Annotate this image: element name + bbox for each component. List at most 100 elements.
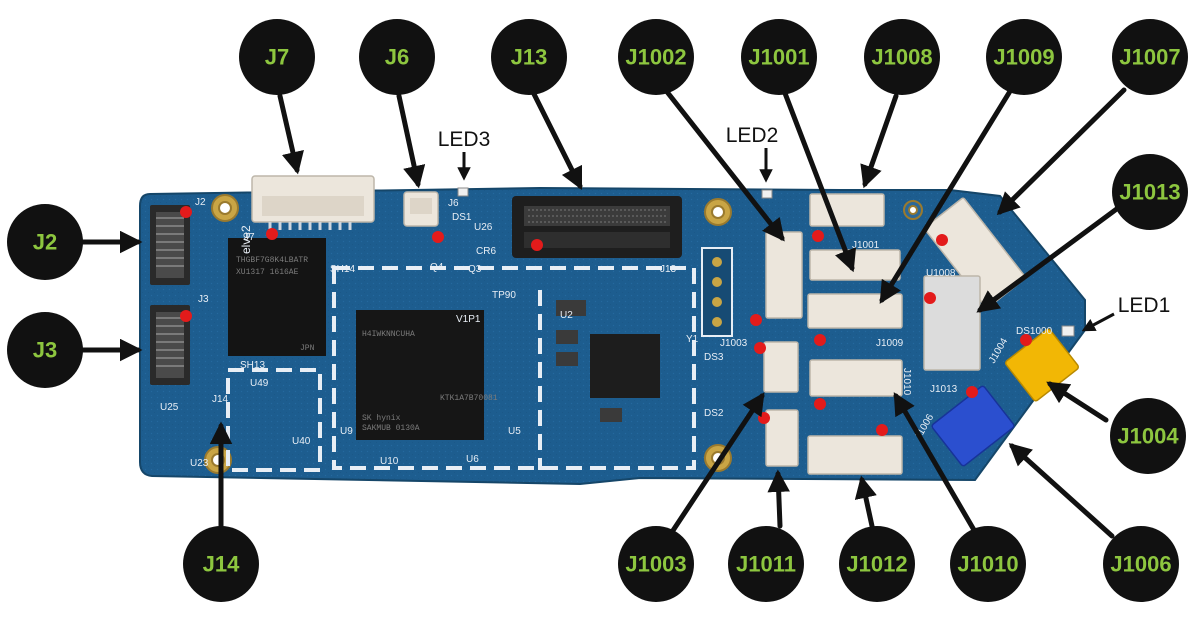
silk-j14: J14	[212, 394, 229, 405]
silk-j1003: J1003	[720, 338, 748, 349]
callout-j1013-label: J1013	[1119, 180, 1180, 205]
callout-j1004: J1004	[1110, 398, 1186, 474]
silk-v1p1: V1P1	[456, 314, 481, 325]
callout-j6-label: J6	[385, 45, 409, 70]
silk-ds2: DS2	[704, 408, 724, 419]
callout-j3: J3	[7, 312, 83, 388]
silk-j1009: J1009	[876, 338, 904, 349]
soc-marking-2: SK hynix	[362, 414, 401, 423]
callout-j1007-label: J1007	[1119, 45, 1180, 70]
arrow-j1012	[854, 475, 877, 529]
jst-connectors	[763, 193, 1027, 475]
callout-j1009: J1009	[986, 19, 1062, 95]
callout-j1010-label: J1010	[957, 552, 1018, 577]
callout-j1012: J1012	[839, 526, 915, 602]
callout-j1004-label: J1004	[1117, 424, 1179, 449]
memory-marking-2: XU1317 1616AE	[236, 268, 299, 277]
silk-ds1: DS1	[452, 212, 472, 223]
callout-j13: J13	[491, 19, 567, 95]
silk-q4: Q4	[430, 262, 444, 273]
silk-u1008: U1008	[926, 268, 956, 279]
connector-j13-body	[512, 196, 682, 258]
callout-j1003-label: J1003	[625, 552, 686, 577]
led2-label: LED2	[726, 124, 779, 147]
small-ic-chip	[556, 300, 660, 422]
silk-y1: Y1	[686, 334, 699, 345]
silkscreen-labels: J2 J7 J6 DS1 U26 CR6 Q4 Q3 J13 TP90 SH14…	[160, 197, 1053, 469]
led1-label: LED1	[1118, 294, 1171, 317]
callout-j1002-label: J1002	[625, 45, 686, 70]
callout-j1001-label: J1001	[748, 45, 809, 70]
silk-u23: U23	[190, 458, 209, 469]
arrow-j6	[396, 93, 426, 189]
callout-j1011-label: J1011	[736, 552, 796, 577]
callout-j3-label: J3	[33, 338, 57, 363]
silk-ds1000: DS1000	[1016, 326, 1053, 337]
shield-outlines	[226, 266, 696, 472]
arrow-j7	[277, 93, 304, 175]
callout-j1012-label: J1012	[846, 552, 907, 577]
silk-sh14: SH14	[330, 264, 355, 275]
pin1-markers	[180, 206, 1032, 436]
arrow-j1003	[669, 392, 765, 535]
callout-j7: J7	[239, 19, 315, 95]
silk-u6: U6	[466, 454, 479, 465]
silk-q3: Q3	[468, 264, 482, 275]
connector-j3-body	[150, 305, 190, 385]
silk-ds3: DS3	[704, 352, 724, 363]
silk-brand: elve2	[239, 225, 253, 254]
connector-j1006-body	[931, 385, 1015, 467]
silk-tp90: TP90	[492, 290, 516, 301]
silk-cr6: CR6	[476, 246, 496, 257]
callout-j1003: J1003	[618, 526, 694, 602]
silk-sh13: SH13	[240, 360, 265, 371]
silk-j2: J2	[195, 197, 206, 208]
memory-marking-3: JPN	[300, 344, 315, 353]
arrow-j1013	[976, 205, 1121, 313]
silk-j6: J6	[448, 198, 459, 209]
silk-u9: U9	[340, 426, 353, 437]
arrow-j1004	[1046, 381, 1109, 423]
connector-j6-body	[403, 191, 439, 227]
memory-marking-1: THGBF7G8K4LBATR	[236, 256, 308, 265]
arrow-j1006	[1008, 442, 1115, 539]
silk-u2: U2	[560, 310, 573, 321]
callout-j1013: J1013	[1112, 154, 1188, 230]
arrow-j1002	[661, 85, 785, 242]
connector-j7-body	[251, 175, 375, 230]
callout-j6: J6	[359, 19, 435, 95]
silk-u49: U49	[250, 378, 269, 389]
callouts: J7 J6 J13 J1002 J1001 J1008 J1009 J1007 …	[7, 19, 1188, 602]
silk-u10: U10	[380, 456, 399, 467]
silk-j1013: J1013	[930, 384, 958, 395]
callout-j1011: J1011	[728, 526, 804, 602]
led-labels: LED3 LED2 LED1	[438, 124, 1171, 317]
arrow-j1001	[780, 85, 857, 273]
callout-j2-label: J2	[33, 230, 57, 255]
led-arrows	[457, 148, 1115, 332]
callout-j14-label: J14	[203, 552, 240, 577]
soc-marking-1: H4IWKNNCUHA	[362, 330, 415, 339]
silk-j1001: J1001	[852, 240, 880, 251]
pcb-board: THGBF7G8K4LBATR XU1317 1616AE JPN H4IWKN…	[139, 175, 1086, 486]
silk-u40: U40	[292, 436, 311, 447]
leader-arrows	[75, 85, 1127, 539]
callout-j1008: J1008	[864, 19, 940, 95]
callout-j1009-label: J1009	[993, 45, 1054, 70]
soc-marking-3: SAKMUB 0130A	[362, 424, 420, 433]
callout-j1008-label: J1008	[871, 45, 932, 70]
callout-j1006: J1006	[1103, 526, 1179, 602]
silk-j3: J3	[198, 294, 209, 305]
callout-j1001: J1001	[741, 19, 817, 95]
arrow-j1010	[893, 392, 977, 533]
connector-j2-body	[150, 205, 190, 285]
header-pin-strip	[701, 247, 733, 337]
callout-j2: J2	[7, 204, 83, 280]
silk-j13: J13	[660, 264, 677, 275]
callout-j13-label: J13	[511, 45, 548, 70]
arrow-j1007	[996, 87, 1127, 216]
silk-j1010: J1010	[901, 368, 912, 396]
memory-chip: THGBF7G8K4LBATR XU1317 1616AE JPN	[228, 238, 326, 356]
